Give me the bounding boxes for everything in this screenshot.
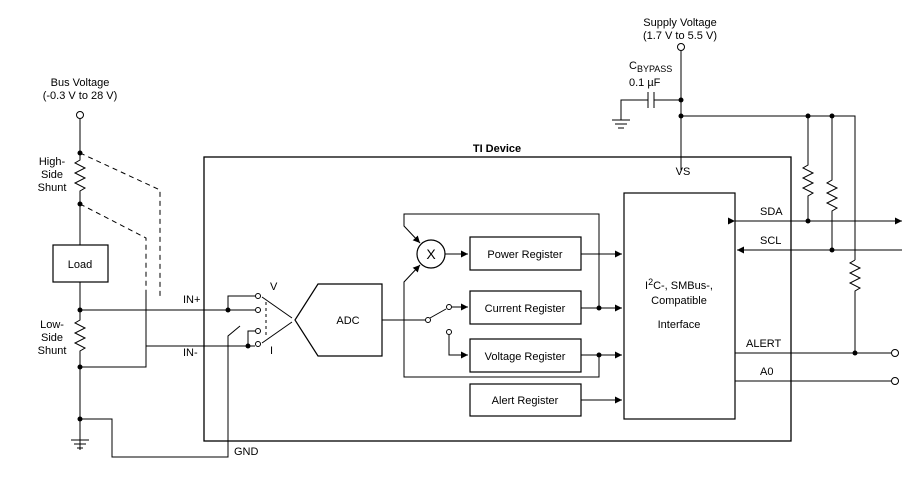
alert-terminal (891, 349, 899, 357)
a0-terminal (891, 377, 899, 385)
low-side-shunt-resistor (73, 282, 87, 450)
voltage-register-label: Voltage Register (485, 351, 566, 363)
ground-icon (71, 439, 89, 449)
alert-register-label: Alert Register (492, 395, 559, 407)
bus-voltage-range: (-0.3 V to 28 V) (43, 90, 118, 102)
vs-pin-label: VS (676, 166, 691, 178)
power-register (469, 236, 582, 271)
current-register (469, 290, 582, 325)
supply-terminal (677, 43, 685, 51)
bus-voltage-label: Bus Voltage (51, 77, 110, 89)
scl-pullup-resistor (825, 116, 839, 250)
cbypass-label: CBYPASS (629, 60, 672, 74)
load-block (52, 244, 109, 283)
interface-label-line2: Compatible (651, 295, 707, 307)
gnd-wire (80, 325, 241, 458)
bus-terminal (76, 111, 84, 119)
high-side-label-2: Side (41, 169, 63, 181)
supply-voltage-label: Supply Voltage (643, 17, 716, 29)
supply-rail (681, 115, 856, 260)
sda-pullup-resistor (801, 116, 815, 221)
high-side-label-3: Shunt (38, 182, 67, 194)
bypass-capacitor (620, 92, 681, 120)
scl-label: SCL (760, 235, 781, 247)
current-feedback-loop (403, 213, 600, 308)
in-plus-label: IN+ (183, 294, 200, 306)
alert-pullup-resistor (848, 259, 862, 353)
power-register-label: Power Register (487, 249, 563, 261)
low-side-label-2: Side (41, 332, 63, 344)
low-side-label-3: Shunt (38, 345, 67, 357)
voltage-feedback-loop (403, 264, 600, 378)
gnd-label: GND (234, 446, 259, 458)
mux-v-label: V (270, 281, 278, 293)
cbypass-value: 0.1 µF (629, 77, 661, 89)
interface-label-line1: I2C-, SMBus-, (645, 277, 713, 292)
high-side-shunt-resistor (73, 119, 87, 245)
current-register-label: Current Register (485, 303, 566, 315)
load-label: Load (68, 259, 92, 271)
sda-label: SDA (760, 206, 783, 218)
low-side-label-1: Low- (40, 319, 64, 331)
mux-i-label: I (270, 345, 273, 357)
a0-label: A0 (760, 366, 773, 378)
in-minus-label: IN- (183, 347, 198, 359)
adc-label: ADC (336, 315, 359, 327)
voltage-register (469, 338, 582, 373)
high-side-sense-plus (79, 152, 161, 298)
supply-voltage-range: (1.7 V to 5.5 V) (643, 30, 717, 42)
ground-icon (612, 119, 630, 129)
high-side-sense-minus (79, 203, 147, 292)
interface-label-line3: Interface (658, 319, 701, 331)
ti-device-box (203, 156, 792, 442)
multiplier-label: X (426, 246, 436, 262)
high-side-label-1: High- (39, 156, 66, 168)
alert-label: ALERT (746, 338, 782, 350)
interface-block (623, 192, 736, 420)
ti-device-title: TI Device (473, 143, 521, 155)
